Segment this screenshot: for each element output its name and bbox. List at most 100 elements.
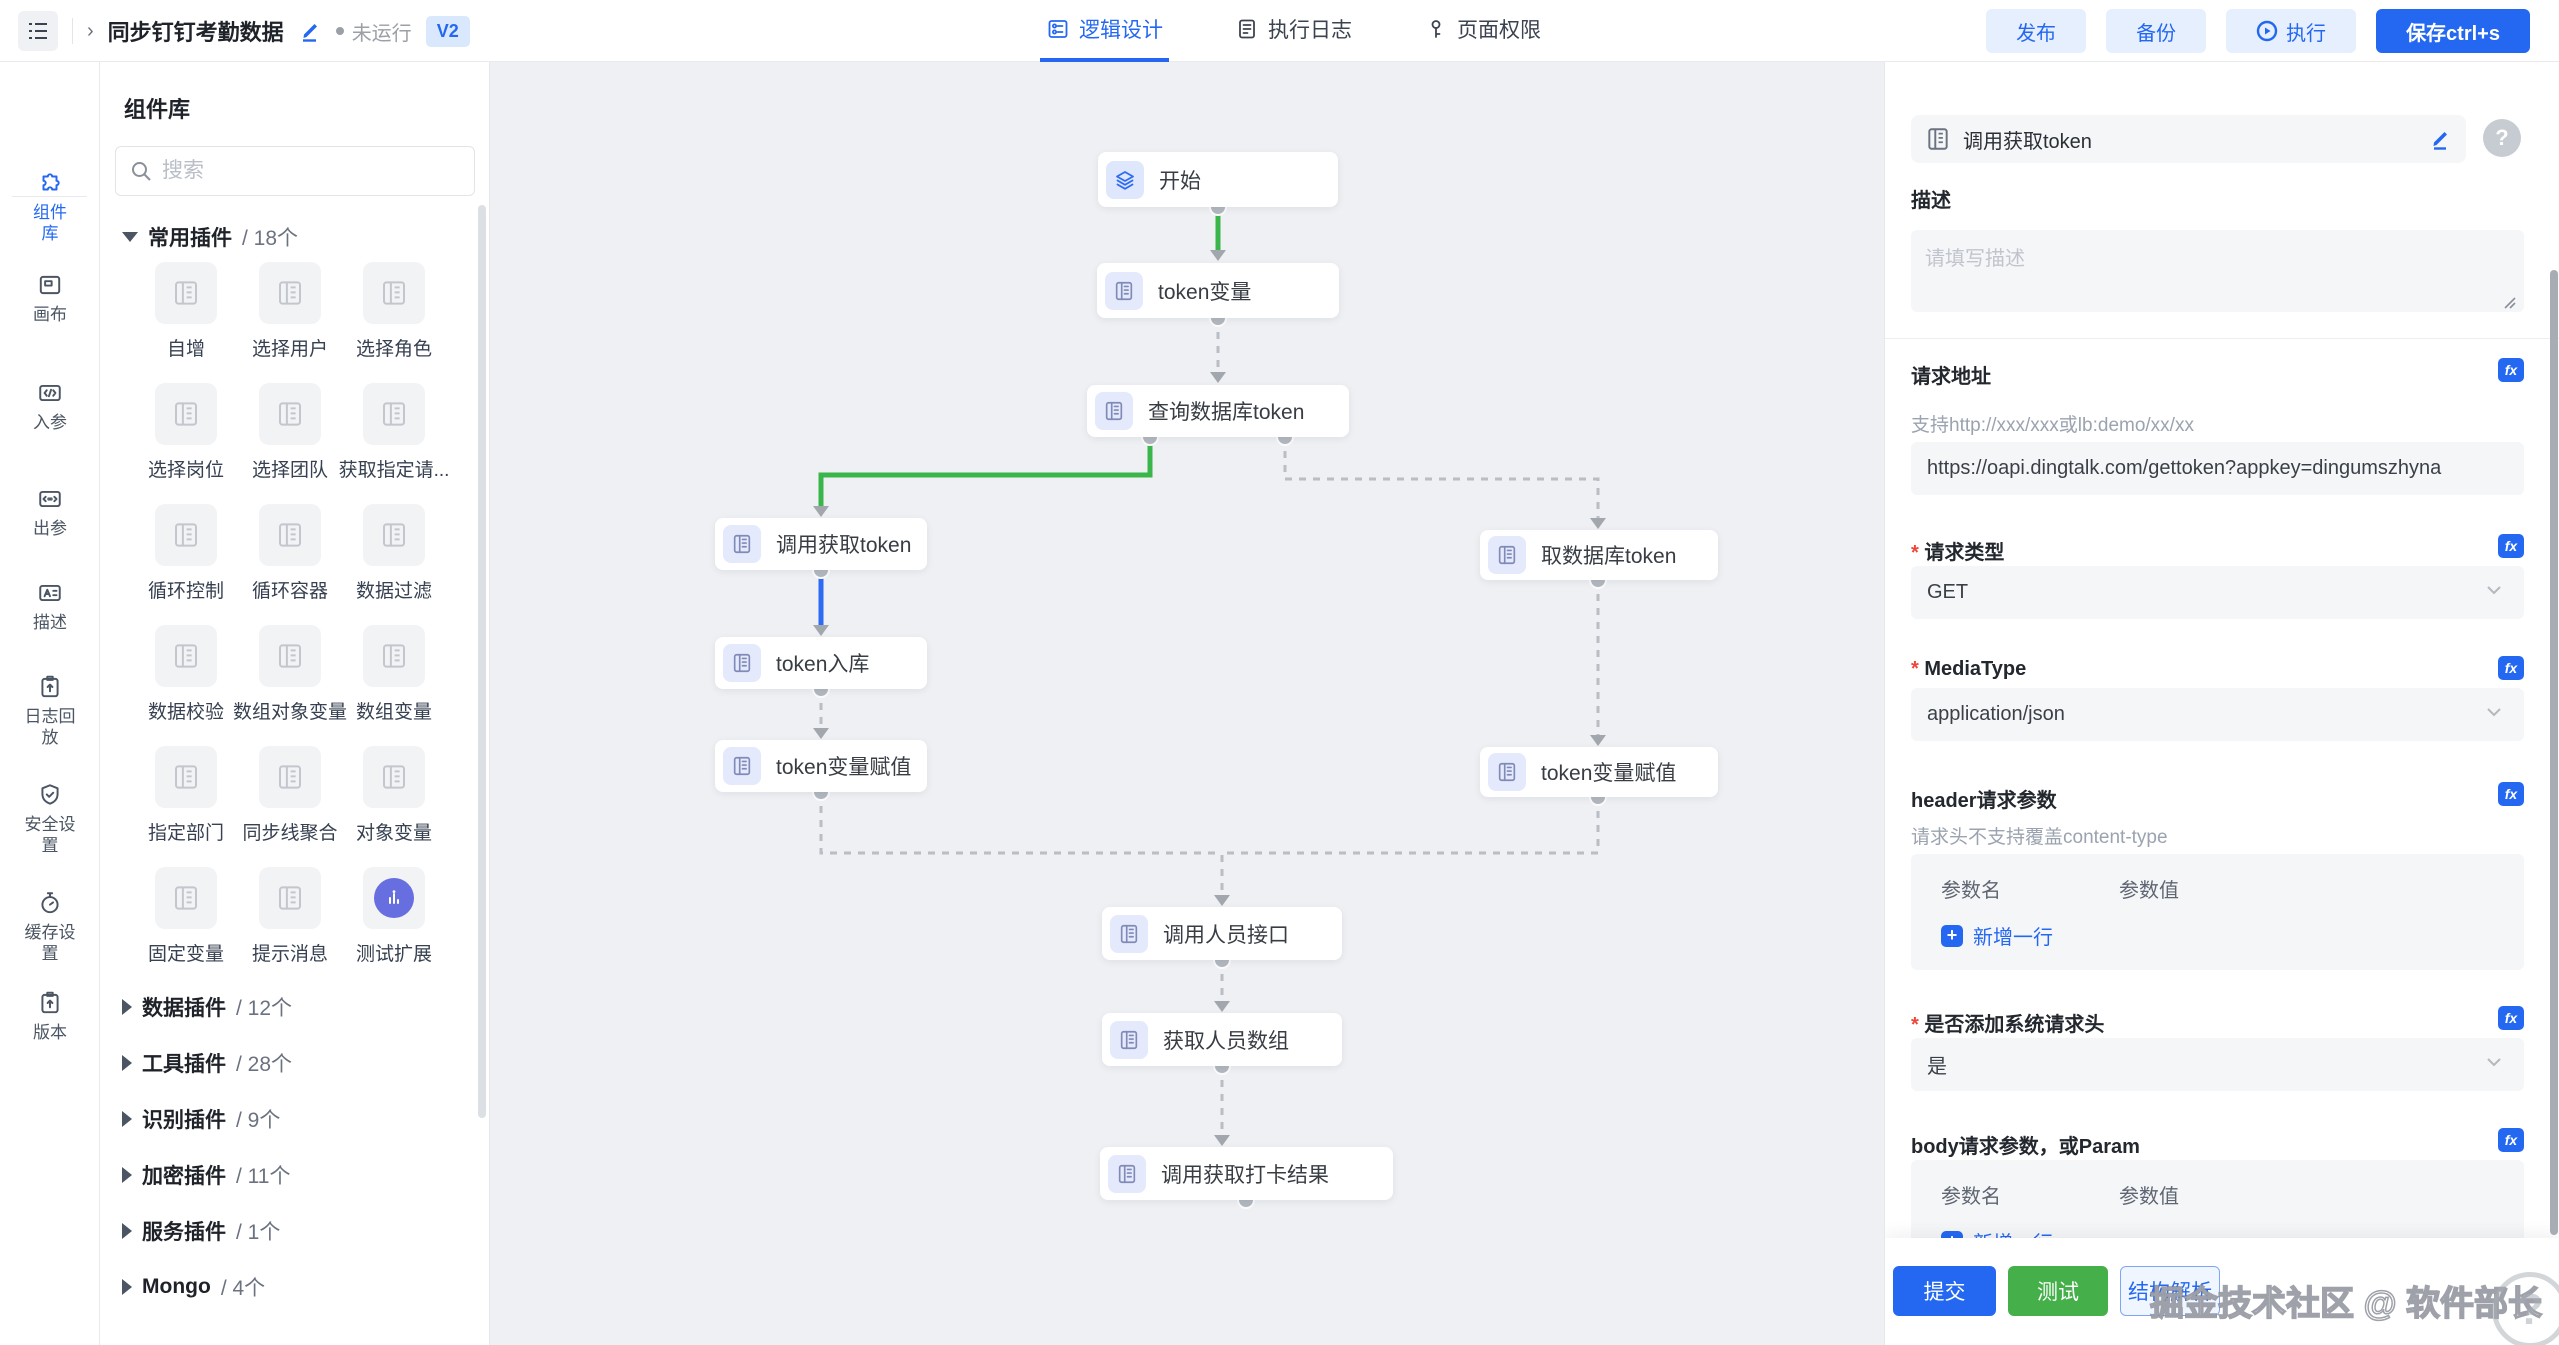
- fx-sys-header-icon[interactable]: fx: [2498, 1006, 2524, 1030]
- version-badge[interactable]: V2: [425, 15, 470, 47]
- url-input[interactable]: [1911, 442, 2524, 495]
- fx-request-type-icon[interactable]: fx: [2498, 534, 2524, 558]
- flow-canvas[interactable]: 开始 token变量 查询数据库token 调用获取token token入库 …: [490, 62, 1884, 1345]
- library-item[interactable]: 自增: [134, 262, 238, 361]
- section-header-4[interactable]: 加密插件 / 11个: [122, 1160, 489, 1190]
- help-icon[interactable]: ?: [2483, 119, 2521, 157]
- library-item[interactable]: 数据过滤: [342, 504, 446, 603]
- save-button[interactable]: 保存ctrl+s: [2376, 9, 2530, 53]
- flow-node-get-person-array[interactable]: 获取人员数组: [1102, 1013, 1342, 1066]
- library-scrollbar[interactable]: [478, 205, 486, 1118]
- components-icon: [37, 170, 63, 196]
- flow-node-call-get-token[interactable]: 调用获取token: [715, 518, 927, 570]
- library-item-label: 选择用户: [251, 339, 328, 360]
- flow-node-token-var[interactable]: token变量: [1097, 263, 1339, 318]
- rail-item-label: 入参: [33, 413, 67, 432]
- media-type-select[interactable]: application/json: [1911, 688, 2524, 741]
- test-button[interactable]: 测试: [2008, 1266, 2108, 1316]
- desc-textarea[interactable]: [1911, 230, 2524, 312]
- section-header-3[interactable]: 识别插件 / 9个: [122, 1104, 489, 1134]
- rail-item-components[interactable]: 组件库: [0, 170, 100, 245]
- request-type-select[interactable]: GET: [1911, 566, 2524, 619]
- flow-node-call-punch-result[interactable]: 调用获取打卡结果: [1100, 1147, 1393, 1200]
- library-item[interactable]: 同步线聚合: [238, 746, 342, 845]
- output-params-icon: [37, 486, 63, 512]
- publish-button[interactable]: 发布: [1986, 9, 2087, 53]
- search-box[interactable]: [115, 146, 475, 196]
- plugin-doc-icon: [1110, 1020, 1148, 1059]
- edit-title-icon[interactable]: [298, 19, 322, 43]
- tab-page-permission[interactable]: 页面权限: [1418, 0, 1547, 62]
- rail-item-output-params[interactable]: 出参: [0, 486, 100, 539]
- rail-item-label: 组件库: [33, 203, 67, 244]
- library-item[interactable]: 数组变量: [342, 625, 446, 724]
- section-count: / 12个: [236, 997, 293, 1020]
- library-item[interactable]: 循环容器: [238, 504, 342, 603]
- rail-item-log-replay[interactable]: 日志回放: [0, 674, 100, 749]
- section-header-0[interactable]: 常用插件 / 18个: [122, 222, 489, 252]
- section-header-5[interactable]: 服务插件 / 1个: [122, 1216, 489, 1246]
- section-label: 工具插件: [142, 1053, 226, 1076]
- library-item[interactable]: 获取指定请...: [339, 383, 449, 482]
- plugin-doc-icon: [1928, 128, 1948, 150]
- plugin-card-icon: [275, 762, 305, 792]
- chevron-right-icon[interactable]: ›: [87, 19, 94, 42]
- rail-item-security[interactable]: 安全设置: [0, 782, 100, 857]
- tab-label: 页面权限: [1457, 19, 1541, 42]
- exec-log-icon: [1235, 17, 1259, 41]
- sys-header-select[interactable]: 是: [1911, 1038, 2524, 1091]
- library-item-label: 指定部门: [147, 823, 224, 844]
- backup-button[interactable]: 备份: [2106, 9, 2207, 53]
- library-item-label: 数组对象变量: [233, 702, 348, 723]
- section-header-2[interactable]: 工具插件 / 28个: [122, 1048, 489, 1078]
- add-row-button[interactable]: + 新增一行: [1941, 921, 2524, 950]
- library-item[interactable]: 选择用户: [238, 262, 342, 361]
- library-item-card: [155, 746, 217, 808]
- flow-node-token-assign-left[interactable]: token变量赋值: [715, 740, 927, 792]
- menu-list-icon[interactable]: [18, 11, 58, 51]
- rail-item-label: 出参: [33, 519, 67, 538]
- library-item-label: 循环容器: [251, 581, 328, 602]
- library-item[interactable]: 选择岗位: [134, 383, 238, 482]
- flow-node-call-person-api[interactable]: 调用人员接口: [1102, 907, 1342, 960]
- library-item[interactable]: 数组对象变量: [233, 625, 347, 724]
- rail-item-input-params[interactable]: 入参: [0, 380, 100, 433]
- library-item[interactable]: 数据校验: [134, 625, 238, 724]
- flow-node-start[interactable]: 开始: [1098, 152, 1338, 207]
- flow-node-token-assign-right[interactable]: token变量赋值: [1480, 747, 1718, 797]
- section-header-1[interactable]: 数据插件 / 12个: [122, 992, 489, 1022]
- rail-item-canvas[interactable]: 画布: [0, 272, 100, 325]
- flow-node-get-db-token[interactable]: 取数据库token: [1480, 530, 1718, 580]
- tab-exec-log[interactable]: 执行日志: [1229, 0, 1358, 62]
- search-input[interactable]: [162, 159, 442, 183]
- library-item[interactable]: 测试扩展: [342, 867, 446, 966]
- library-item-label: 获取指定请...: [338, 460, 450, 481]
- section-label: 常用插件: [148, 227, 232, 250]
- fx-media-type-icon[interactable]: fx: [2498, 656, 2524, 680]
- flow-node-query-db-token[interactable]: 查询数据库token: [1087, 385, 1349, 437]
- library-item[interactable]: 指定部门: [134, 746, 238, 845]
- library-item-card: [155, 867, 217, 929]
- library-item[interactable]: 固定变量: [134, 867, 238, 966]
- edit-node-title-icon[interactable]: [2428, 127, 2452, 151]
- rail-item-cache[interactable]: 缓存设置: [0, 890, 100, 965]
- rail-item-version[interactable]: 版本: [0, 990, 100, 1043]
- node-title-box[interactable]: 调用获取token: [1911, 115, 2466, 163]
- library-item[interactable]: 选择角色: [342, 262, 446, 361]
- tab-logic-design[interactable]: 逻辑设计: [1040, 0, 1169, 62]
- inspector-scrollbar[interactable]: [2550, 270, 2558, 1235]
- section-header-6[interactable]: Mongo / 4个: [122, 1272, 489, 1302]
- library-item[interactable]: 选择团队: [238, 383, 342, 482]
- submit-button[interactable]: 提交: [1893, 1266, 1996, 1316]
- logic-design-icon: [1046, 17, 1070, 41]
- structure-button[interactable]: 结构解析: [2120, 1266, 2220, 1316]
- fx-body-params-icon[interactable]: fx: [2498, 1128, 2524, 1152]
- flow-node-token-store[interactable]: token入库: [715, 637, 927, 689]
- library-item[interactable]: 对象变量: [342, 746, 446, 845]
- run-button[interactable]: 执行: [2226, 9, 2357, 53]
- fx-url-icon[interactable]: fx: [2498, 358, 2524, 382]
- rail-item-description[interactable]: 描述: [0, 580, 100, 633]
- library-item[interactable]: 提示消息: [238, 867, 342, 966]
- fx-header-params-icon[interactable]: fx: [2498, 782, 2524, 806]
- library-item[interactable]: 循环控制: [134, 504, 238, 603]
